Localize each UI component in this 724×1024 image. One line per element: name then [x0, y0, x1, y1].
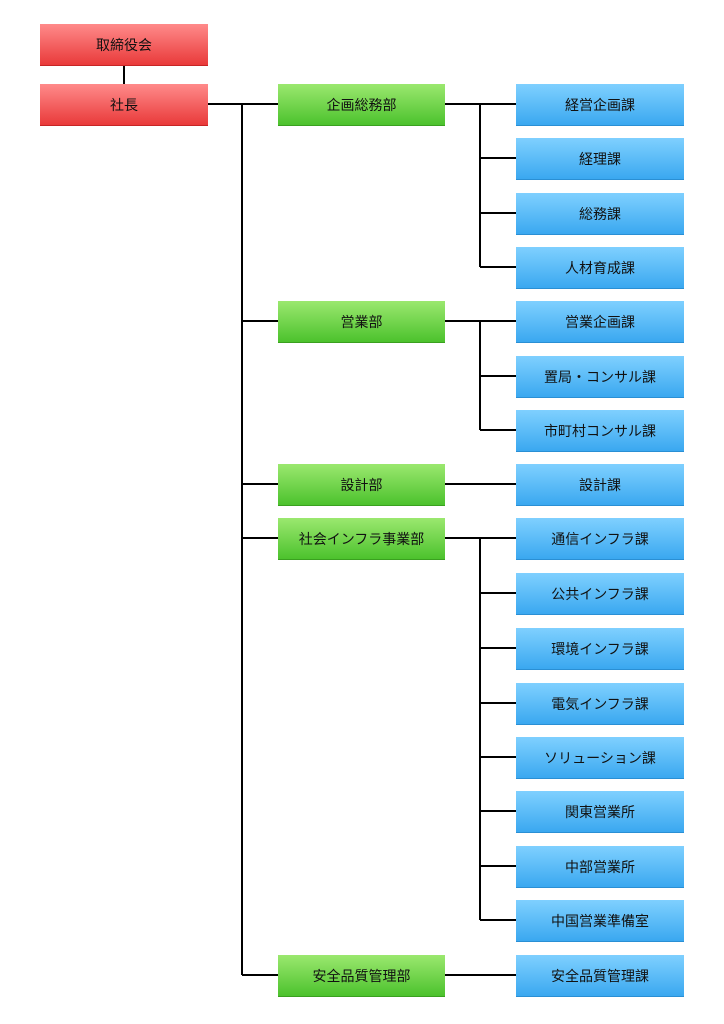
- section-box: 安全品質管理課: [516, 955, 684, 997]
- section-box: 経営企画課: [516, 84, 684, 126]
- dept-sales: 営業部: [278, 301, 445, 343]
- section-box: 電気インフラ課: [516, 683, 684, 725]
- president-box: 社長: [40, 84, 208, 126]
- section-box: 経理課: [516, 138, 684, 180]
- section-box: 総務課: [516, 193, 684, 235]
- section-box: 人材育成課: [516, 247, 684, 289]
- dept-planning-general-affairs: 企画総務部: [278, 84, 445, 126]
- section-box: 置局・コンサル課: [516, 356, 684, 398]
- section-box: 通信インフラ課: [516, 518, 684, 560]
- section-box: 公共インフラ課: [516, 573, 684, 615]
- board-box: 取締役会: [40, 24, 208, 66]
- section-box: 中国営業準備室: [516, 900, 684, 942]
- section-box: 関東営業所: [516, 791, 684, 833]
- dept-design: 設計部: [278, 464, 445, 506]
- section-box: 営業企画課: [516, 301, 684, 343]
- section-box: ソリューション課: [516, 737, 684, 779]
- section-box: 中部営業所: [516, 846, 684, 888]
- section-box: 環境インフラ課: [516, 628, 684, 670]
- section-box: 市町村コンサル課: [516, 410, 684, 452]
- dept-safety-quality: 安全品質管理部: [278, 955, 445, 997]
- section-box: 設計課: [516, 464, 684, 506]
- dept-social-infrastructure: 社会インフラ事業部: [278, 518, 445, 560]
